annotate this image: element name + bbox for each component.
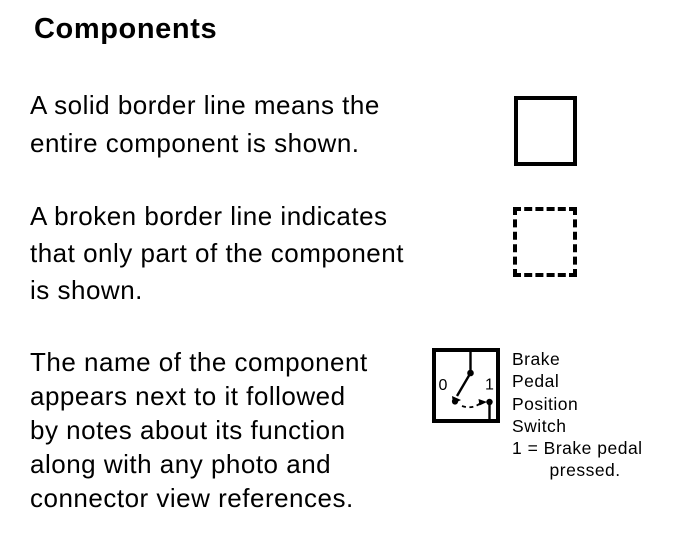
- switch-lever: [455, 372, 472, 397]
- paragraph-solid-border: A solid border line means the entire com…: [30, 90, 380, 158]
- solid-border-box: [514, 96, 577, 166]
- broken-border-box: [513, 207, 577, 277]
- switch-position-0-label: 0: [439, 377, 448, 394]
- paragraph-component-name: The name of the component appears next t…: [30, 347, 368, 513]
- page-title: Components: [34, 13, 218, 45]
- switch-frame: [432, 348, 500, 423]
- switch-caption: Brake Pedal Position Switch 1 = Brake pe…: [512, 349, 643, 481]
- switch-off-contact-dot: [451, 398, 459, 405]
- paragraph-broken-border: A broken border line indicates that only…: [30, 201, 404, 305]
- switch-arc-arrow: [478, 399, 487, 406]
- switch-motion-arc: [461, 402, 481, 409]
- brake-pedal-switch-symbol: 0 1: [432, 348, 500, 423]
- switch-position-1-label: 1: [485, 377, 494, 394]
